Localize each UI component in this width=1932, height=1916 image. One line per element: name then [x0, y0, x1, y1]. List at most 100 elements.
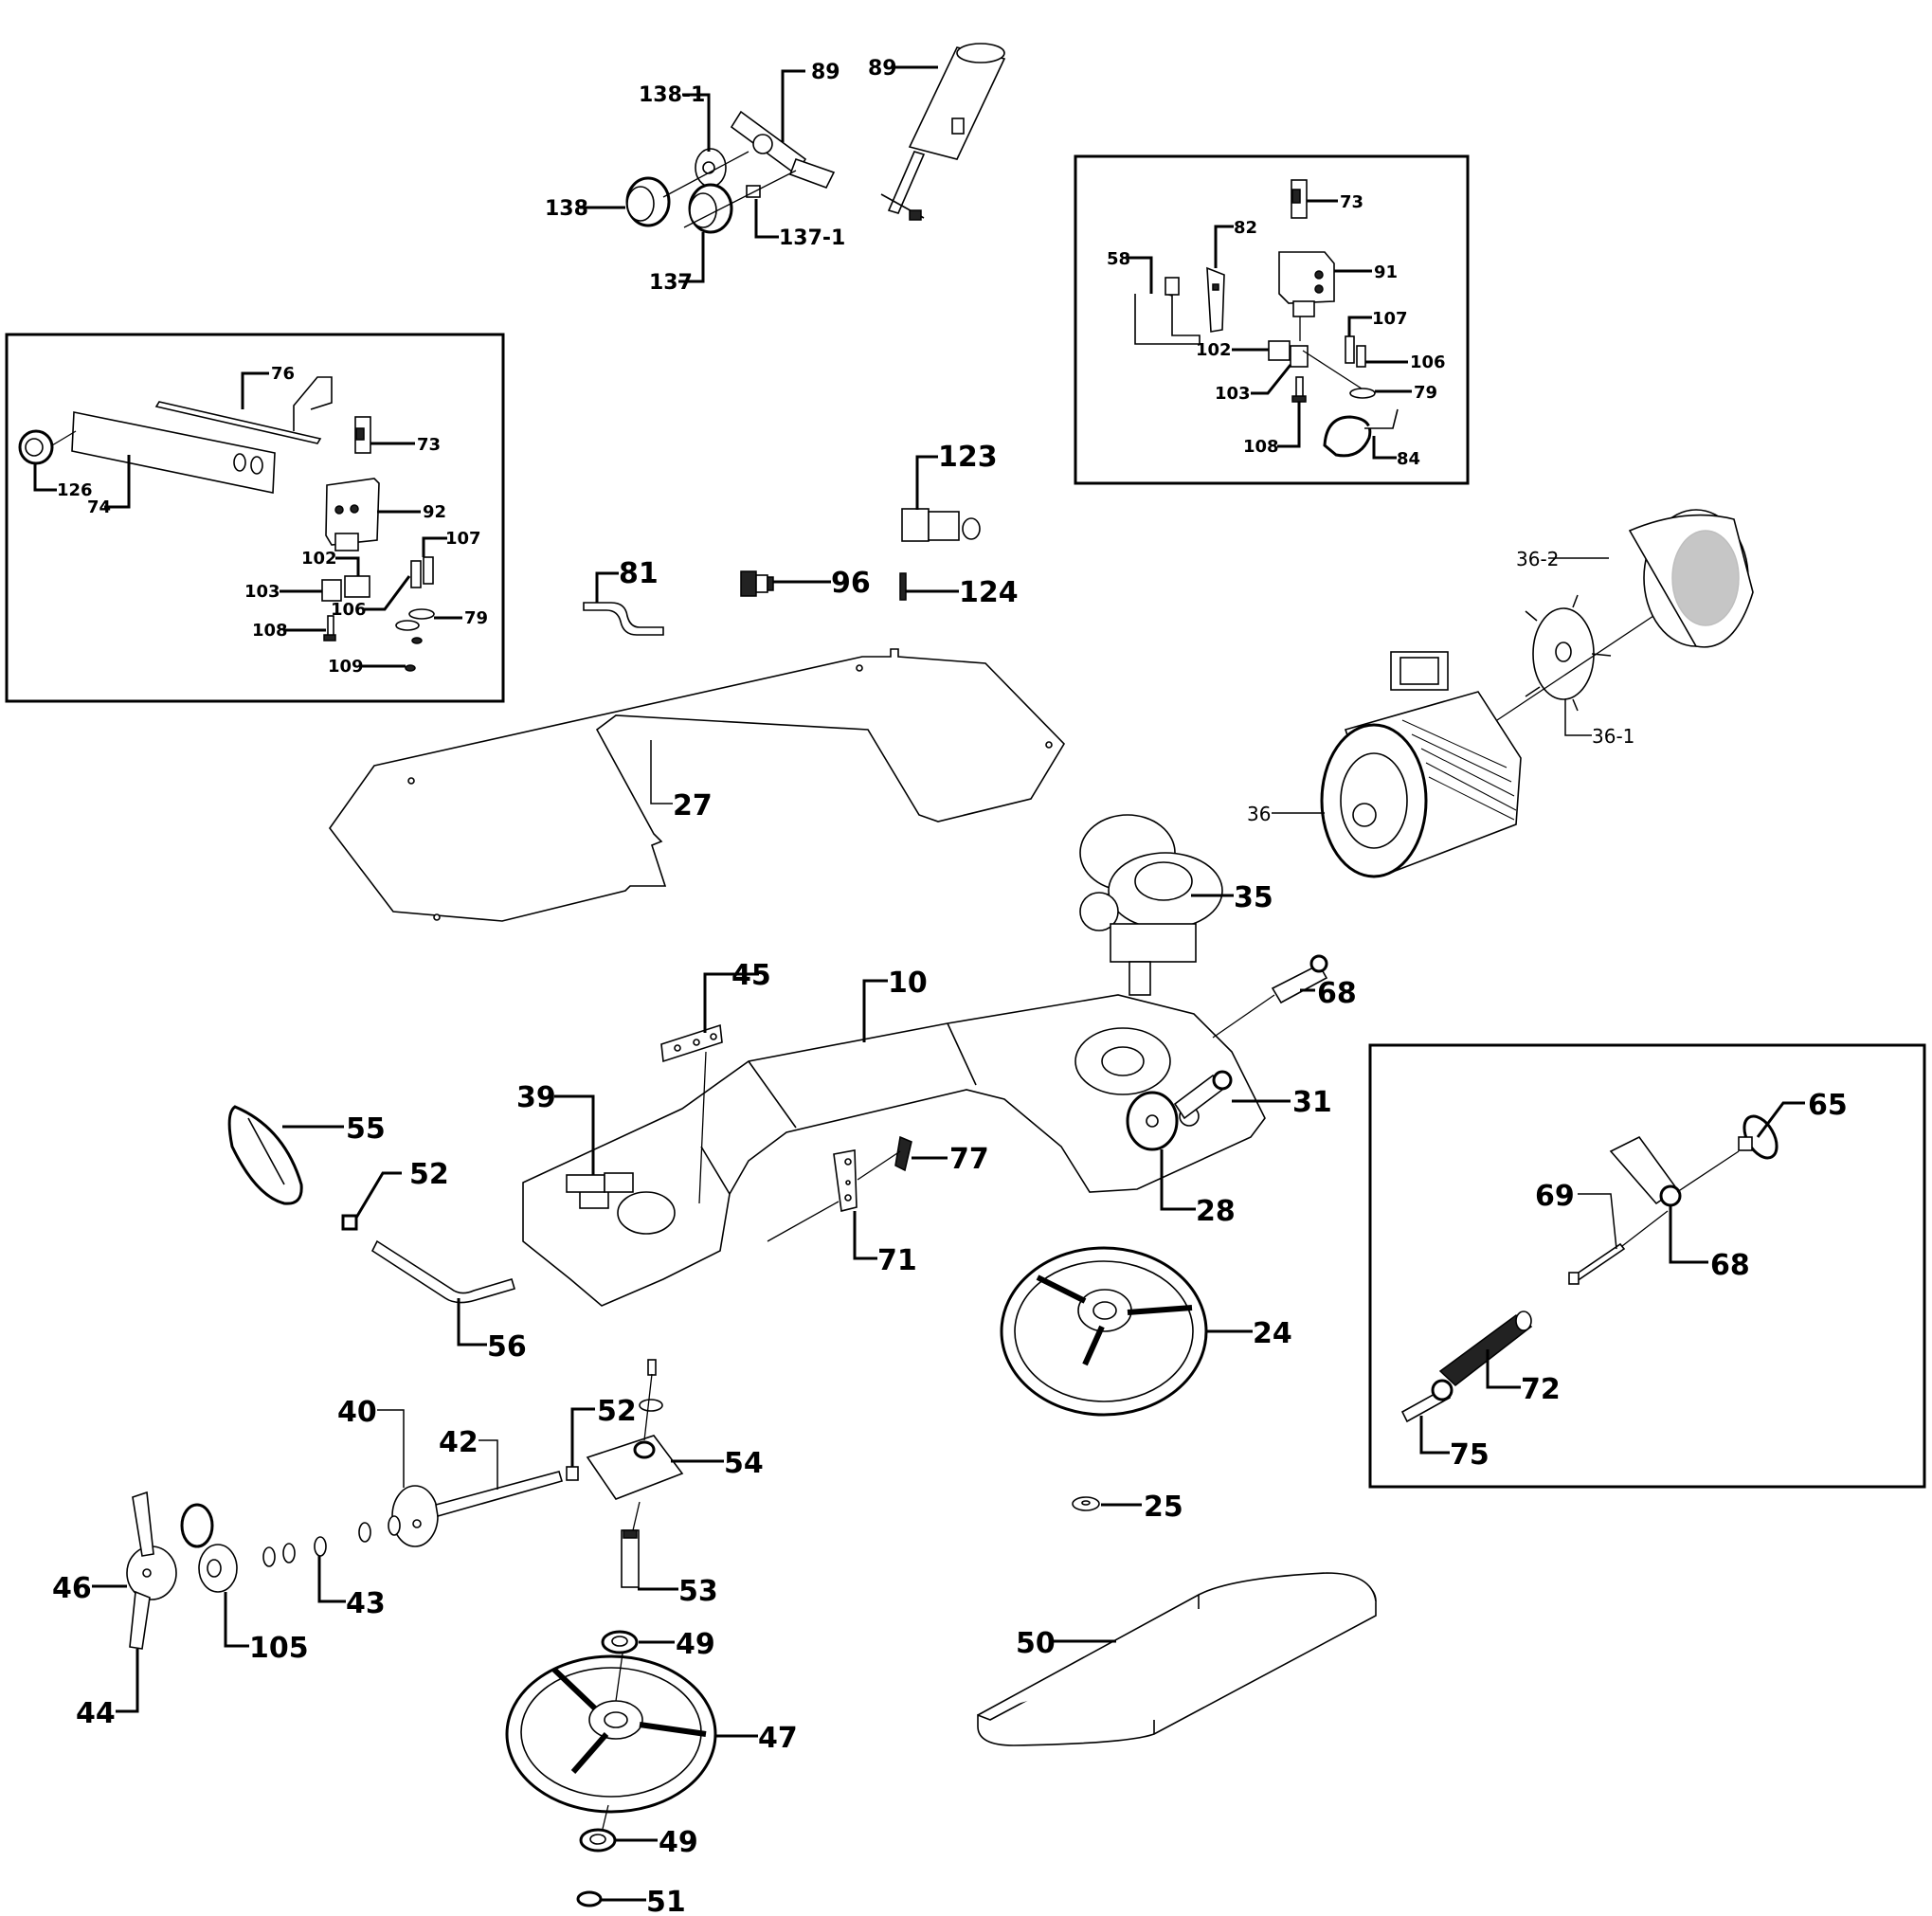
part-40-disc — [391, 1485, 439, 1547]
part-47-wheel — [505, 1654, 717, 1814]
part-106-107-fitting — [410, 556, 434, 588]
label-71: 71 — [877, 1244, 917, 1277]
label-92: 92 — [423, 502, 446, 522]
label-96: 96 — [831, 567, 871, 600]
label-108-left: 108 — [252, 621, 288, 641]
label-79-left: 79 — [464, 608, 488, 628]
part-138-1-adapter — [695, 148, 727, 188]
part-25-washer — [1072, 1496, 1100, 1511]
part-124-connector — [899, 572, 907, 601]
part-84-guard — [1323, 408, 1399, 458]
part-91-block — [1278, 251, 1335, 317]
part-65-cap — [1738, 1114, 1779, 1160]
label-106-right: 106 — [1410, 352, 1446, 372]
label-53: 53 — [678, 1575, 718, 1608]
part-105-bushing — [180, 1503, 238, 1593]
part-103-clamp — [321, 579, 342, 602]
label-73-right: 73 — [1340, 192, 1363, 212]
label-52-center: 52 — [597, 1395, 637, 1428]
part-50-blade — [977, 1572, 1377, 1746]
label-102-right: 102 — [1196, 340, 1232, 360]
part-89-valve — [730, 110, 836, 189]
label-89-valve: 89 — [811, 61, 840, 84]
label-49-top: 49 — [676, 1628, 715, 1661]
label-42: 42 — [439, 1426, 478, 1459]
part-74-bar — [71, 411, 276, 494]
part-123-switch — [901, 508, 981, 542]
part-35-gearbox — [1079, 814, 1223, 996]
part-51-washer — [576, 1890, 603, 1907]
label-103: 103 — [244, 582, 280, 602]
label-82: 82 — [1234, 218, 1257, 238]
inset-box-top-right — [1074, 154, 1470, 485]
label-74: 74 — [87, 497, 111, 517]
part-31-lever — [1173, 1070, 1233, 1120]
part-106-107-fitting-right — [1345, 335, 1366, 368]
label-108-right: 108 — [1243, 437, 1279, 457]
label-44: 44 — [76, 1697, 116, 1730]
part-46-crank — [126, 1491, 177, 1650]
label-46: 46 — [52, 1572, 92, 1605]
label-103-right: 103 — [1215, 384, 1251, 404]
label-138-1: 138-1 — [639, 83, 705, 107]
label-109: 109 — [328, 657, 364, 677]
part-108-bolt-left — [323, 615, 336, 642]
label-55: 55 — [346, 1112, 386, 1146]
part-52-nut-left — [341, 1214, 358, 1231]
part-103-clamp-right — [1290, 345, 1309, 368]
part-109-pin — [405, 664, 416, 672]
inset-box-bottom-right — [1368, 1043, 1926, 1489]
label-28: 28 — [1196, 1195, 1236, 1228]
label-79-right: 79 — [1414, 383, 1437, 403]
label-138: 138 — [545, 197, 588, 221]
part-75-eye-pin — [1400, 1379, 1454, 1423]
label-52-left: 52 — [409, 1158, 449, 1191]
part-73-fitting-left — [354, 416, 371, 454]
part-58-bracket — [1134, 277, 1201, 345]
label-69-inset: 69 — [1535, 1180, 1575, 1213]
label-36-2: 36-2 — [1516, 548, 1559, 570]
label-65-inset: 65 — [1808, 1089, 1848, 1122]
part-77-clip — [894, 1135, 912, 1172]
part-73-fitting-right — [1291, 179, 1308, 219]
label-73-left: 73 — [417, 435, 441, 455]
label-105: 105 — [249, 1632, 309, 1665]
label-25: 25 — [1144, 1491, 1183, 1524]
part-92-block — [325, 478, 380, 551]
part-28-wheel — [1126, 1091, 1179, 1151]
label-31: 31 — [1292, 1086, 1332, 1119]
label-43: 43 — [346, 1587, 386, 1620]
part-79-ring-right — [1349, 388, 1376, 399]
part-126-knob — [18, 429, 54, 465]
part-49-bearing-bottom — [579, 1828, 617, 1853]
label-75-inset: 75 — [1450, 1438, 1490, 1472]
label-50: 50 — [1016, 1627, 1056, 1660]
label-91: 91 — [1374, 262, 1398, 282]
label-107: 107 — [445, 529, 481, 549]
part-49-bearing-top — [601, 1630, 639, 1654]
part-43-washers — [262, 1515, 401, 1567]
label-77: 77 — [949, 1143, 989, 1176]
part-108-bolt-right — [1291, 376, 1307, 403]
part-102-clamp — [344, 575, 370, 598]
label-24: 24 — [1253, 1317, 1292, 1350]
label-137-1: 137-1 — [779, 226, 845, 250]
part-45-bar — [660, 1023, 723, 1063]
label-40: 40 — [337, 1396, 377, 1429]
part-102-clamp-right — [1268, 340, 1291, 361]
label-72-inset: 72 — [1521, 1373, 1561, 1406]
label-10: 10 — [888, 967, 928, 1000]
part-137-cap — [688, 183, 733, 234]
label-45: 45 — [731, 959, 771, 992]
part-36-motor — [1320, 651, 1522, 878]
label-84: 84 — [1397, 449, 1420, 469]
label-35: 35 — [1234, 881, 1273, 914]
label-27: 27 — [673, 789, 713, 822]
label-39: 39 — [516, 1081, 556, 1114]
label-126: 126 — [57, 480, 93, 500]
label-68-top: 68 — [1317, 977, 1357, 1010]
part-79-ring-left — [395, 608, 435, 644]
part-55-brush — [227, 1105, 303, 1205]
part-69-rod — [1568, 1242, 1626, 1285]
part-36-1-fan — [1525, 594, 1612, 712]
